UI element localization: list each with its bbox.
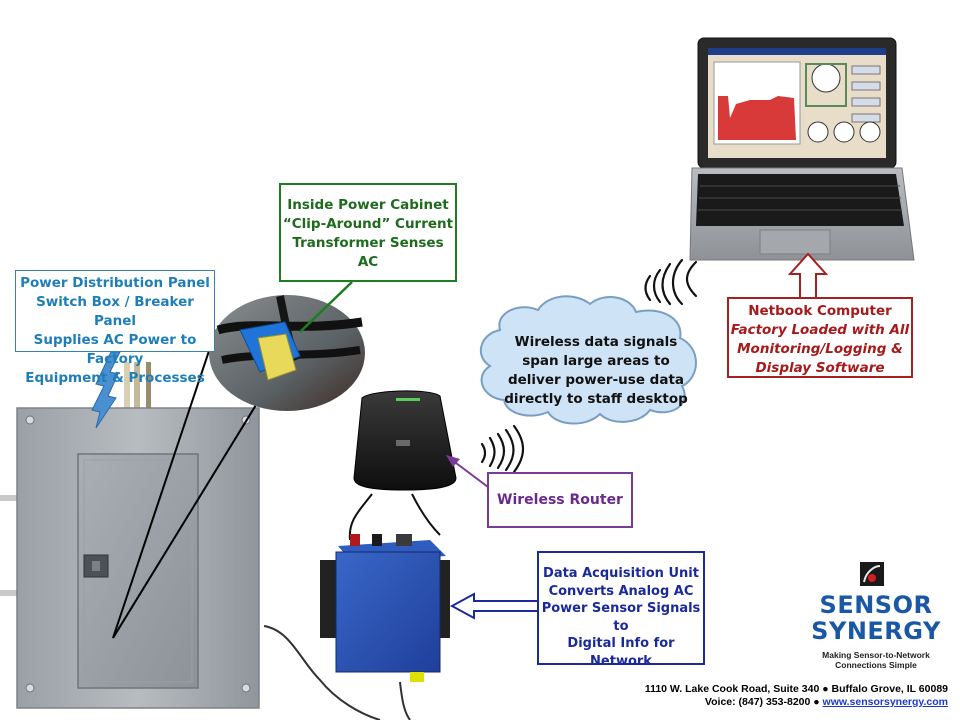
panel-callout-line: Switch Box / Breaker Panel <box>36 294 194 329</box>
netbook-callout-line: Monitoring/Logging & <box>737 341 903 357</box>
panel-callout-line: Power Distribution Panel <box>20 275 210 291</box>
cloud-text-line: directly to staff desktop <box>504 391 688 407</box>
panel-callout-line: Equipment & Processes <box>25 370 205 386</box>
data-signal-cloud <box>479 295 697 425</box>
lightning-bolt-icon <box>91 351 121 429</box>
footer-contact: 1110 W. Lake Cook Road, Suite 340 ● Buff… <box>645 683 948 709</box>
netbook-callout: Netbook Computer Factory Loaded with All… <box>727 297 913 378</box>
cloud-text-line: Wireless data signals <box>514 334 678 350</box>
logo-tagline-line: Making Sensor-to-Network <box>822 650 930 660</box>
footer-voice-line: Voice: (847) 353-8200 ● www.sensorsynerg… <box>645 696 948 709</box>
cabinet-callout-line: “Clip-Around” Current <box>282 216 454 232</box>
footer-address: 1110 W. Lake Cook Road, Suite 340 ● Buff… <box>644 683 948 695</box>
cloud-text-line: span large areas to <box>522 353 670 369</box>
netbook-callout-line: Display Software <box>755 360 885 376</box>
wireless-router-icon <box>348 390 489 541</box>
cloud-text-line: deliver power-use data <box>507 372 685 388</box>
logo-brand-sensor: SENSOR <box>819 591 933 619</box>
daq-callout-line: Converts Analog AC <box>548 583 694 599</box>
daq-arrow <box>449 592 539 620</box>
daq-callout-line: Digital Info for <box>567 636 675 651</box>
cloud-text: Wireless data signals span large areas t… <box>496 333 696 409</box>
logo-tagline-line: Connections Simple <box>835 660 917 670</box>
netbook-callout-title: Netbook Computer <box>748 303 892 319</box>
cabinet-callout: Inside Power Cabinet “Clip-Around” Curre… <box>279 183 457 282</box>
current-transformer-icon <box>209 281 365 411</box>
netbook-icon <box>689 37 915 299</box>
panel-callout-line: Supplies AC Power to Factory <box>33 332 197 367</box>
breaker-panel-icon <box>0 329 303 709</box>
logo-mark-spacer <box>800 560 952 592</box>
daq-callout-line: Network <box>590 653 652 669</box>
company-logo: SENSOR SYNERGY Making Sensor-to-Network … <box>800 560 952 670</box>
logo-tagline: Making Sensor-to-Network Connections Sim… <box>800 650 952 670</box>
daq-unit-icon <box>263 534 450 720</box>
logo-brand-synergy: SYNERGY <box>811 617 941 645</box>
footer-website-link[interactable]: www.sensorsynergy.com <box>822 696 948 708</box>
daq-callout-line: Power Sensor Signals to <box>541 601 701 634</box>
daq-callout-line: Data Acquisition Unit <box>543 566 699 581</box>
wifi-waves-icon-laptop <box>644 258 698 306</box>
router-callout: Wireless Router <box>487 472 633 528</box>
sensor-synergy-logo-icon <box>860 562 884 586</box>
panel-callout: Power Distribution Panel Switch Box / Br… <box>15 270 215 386</box>
netbook-callout-line: Factory Loaded with All <box>730 322 910 338</box>
wifi-waves-icon <box>480 424 525 474</box>
daq-callout: Data Acquisition Unit Converts Analog AC… <box>537 551 705 669</box>
cabinet-callout-line: Inside Power Cabinet <box>287 197 449 213</box>
cabinet-callout-line: Transformer Senses AC <box>292 235 444 270</box>
footer-voice: Voice: (847) 353-8200 ● <box>704 696 823 708</box>
router-callout-label: Wireless Router <box>497 492 623 508</box>
